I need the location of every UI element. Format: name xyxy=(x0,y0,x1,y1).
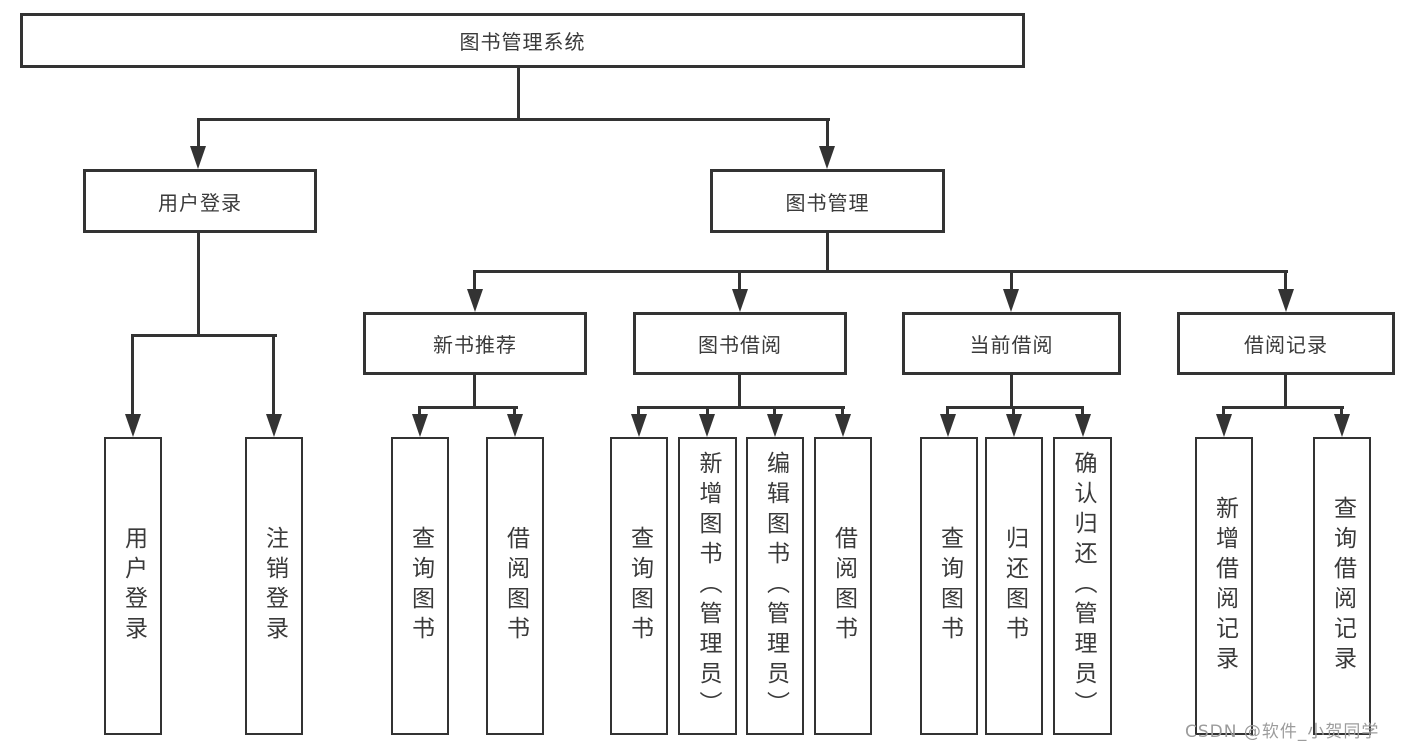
arrow-down-icon xyxy=(190,146,206,169)
connector-line xyxy=(773,406,776,418)
leaf-search-books-recommend: 查询图书 xyxy=(391,437,449,735)
leaf-search-books-borrowing: 查询图书 xyxy=(610,437,668,735)
connector-line xyxy=(841,406,844,418)
leaf-label: 用户登录 xyxy=(120,526,147,646)
node-current-borrowing: 当前借阅 xyxy=(902,312,1121,375)
leaf-label: 新增图书（管理员） xyxy=(695,451,721,721)
connector-line xyxy=(1010,270,1013,291)
leaf-borrow-books-recommend: 借阅图书 xyxy=(486,437,544,735)
leaf-logout: 注销登录 xyxy=(245,437,303,735)
leaf-label: 查询图书 xyxy=(626,526,653,646)
connector-line xyxy=(1222,406,1344,409)
connector-line xyxy=(473,270,1288,273)
arrow-down-icon xyxy=(1216,414,1232,437)
leaf-label: 归还图书 xyxy=(1001,526,1028,646)
leaf-label: 借阅图书 xyxy=(502,526,529,646)
leaf-label: 查询借阅记录 xyxy=(1329,496,1356,676)
connector-line xyxy=(637,406,845,409)
arrow-down-icon xyxy=(412,414,428,437)
connector-line xyxy=(131,334,277,337)
arrow-down-icon xyxy=(631,414,647,437)
connector-line xyxy=(418,406,421,418)
leaf-search-books-current: 查询图书 xyxy=(920,437,978,735)
leaf-label: 注销登录 xyxy=(261,526,288,646)
connector-line xyxy=(826,118,829,150)
node-book-management: 图书管理 xyxy=(710,169,945,233)
arrow-down-icon xyxy=(699,414,715,437)
arrow-down-icon xyxy=(1006,414,1022,437)
arrow-down-icon xyxy=(125,414,141,437)
connector-line xyxy=(131,334,134,418)
node-label: 图书管理系统 xyxy=(459,30,586,54)
leaf-label: 新增借阅记录 xyxy=(1211,496,1238,676)
node-library-management-system: 图书管理系统 xyxy=(20,13,1025,68)
leaf-label: 查询图书 xyxy=(936,526,963,646)
connector-line xyxy=(738,270,741,291)
arrow-down-icon xyxy=(1278,289,1294,312)
leaf-confirm-return-admin: 确认归还（管理员） xyxy=(1053,437,1112,735)
connector-line xyxy=(826,233,829,272)
arrow-down-icon xyxy=(467,289,483,312)
connector-line xyxy=(1284,270,1287,291)
connector-line xyxy=(197,233,200,334)
arrow-down-icon xyxy=(732,289,748,312)
arrow-down-icon xyxy=(266,414,282,437)
leaf-add-borrow-record: 新增借阅记录 xyxy=(1195,437,1253,735)
node-label: 借阅记录 xyxy=(1244,333,1328,357)
connector-line xyxy=(1081,406,1084,418)
node-borrow-records: 借阅记录 xyxy=(1177,312,1395,375)
node-label: 新书推荐 xyxy=(433,333,517,357)
connector-line xyxy=(738,375,741,408)
arrow-down-icon xyxy=(835,414,851,437)
arrow-down-icon xyxy=(1003,289,1019,312)
connector-line xyxy=(706,406,709,418)
leaf-label: 编辑图书（管理员） xyxy=(762,451,789,721)
connector-line xyxy=(946,406,1084,409)
leaf-label: 查询图书 xyxy=(407,526,434,646)
node-user-login: 用户登录 xyxy=(83,169,317,233)
node-label: 当前借阅 xyxy=(969,333,1054,357)
connector-line xyxy=(1340,406,1343,418)
node-label: 图书借阅 xyxy=(698,333,782,357)
connector-line xyxy=(473,375,476,408)
leaf-add-book-admin: 新增图书（管理员） xyxy=(678,437,737,735)
leaf-edit-book-admin: 编辑图书（管理员） xyxy=(746,437,804,735)
connector-line xyxy=(418,406,518,409)
arrow-down-icon xyxy=(1075,414,1091,437)
arrow-down-icon xyxy=(940,414,956,437)
connector-line xyxy=(1222,406,1225,418)
connector-line xyxy=(197,118,200,150)
arrow-down-icon xyxy=(1334,414,1350,437)
connector-line xyxy=(637,406,640,418)
leaf-user-login: 用户登录 xyxy=(104,437,162,735)
connector-line xyxy=(517,68,520,120)
arrow-down-icon xyxy=(767,414,783,437)
leaf-label: 借阅图书 xyxy=(830,526,857,646)
watermark: CSDN @软件_小贺同学 xyxy=(1185,722,1380,742)
connector-line xyxy=(1284,375,1287,408)
connector-line xyxy=(1012,406,1015,418)
node-label: 图书管理 xyxy=(785,190,870,215)
connector-line xyxy=(197,118,830,121)
leaf-search-borrow-record: 查询借阅记录 xyxy=(1313,437,1371,735)
node-book-borrowing: 图书借阅 xyxy=(633,312,847,375)
node-new-book-recommend: 新书推荐 xyxy=(363,312,587,375)
arrow-down-icon xyxy=(819,146,835,169)
leaf-borrow-books-borrowing: 借阅图书 xyxy=(814,437,872,735)
arrow-down-icon xyxy=(507,414,523,437)
connector-line xyxy=(513,406,516,418)
connector-line xyxy=(1010,375,1013,408)
node-label: 用户登录 xyxy=(158,190,242,215)
leaf-return-books: 归还图书 xyxy=(985,437,1043,735)
connector-line xyxy=(272,334,275,418)
connector-line xyxy=(946,406,949,418)
leaf-label: 确认归还（管理员） xyxy=(1070,451,1096,721)
connector-line xyxy=(473,270,476,291)
